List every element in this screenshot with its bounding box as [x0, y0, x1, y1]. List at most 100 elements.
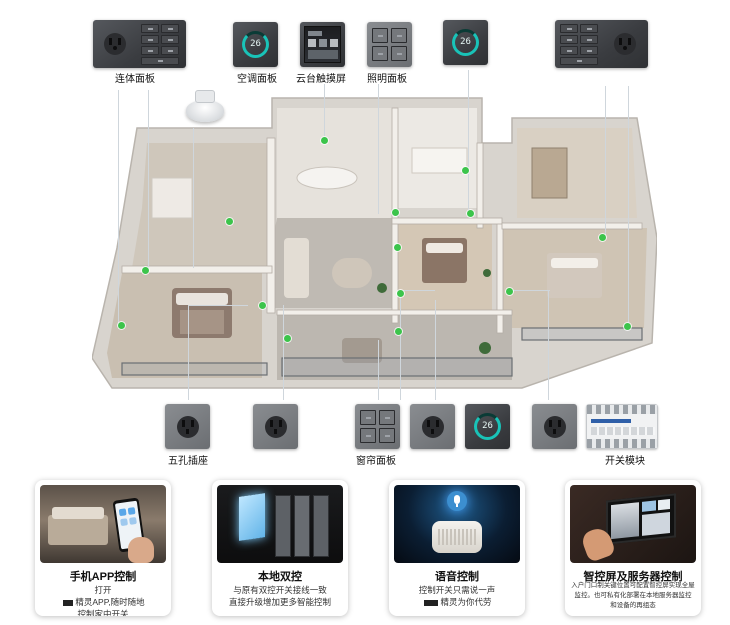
connector-line: [148, 90, 149, 270]
switch-key: [141, 35, 159, 44]
connector-line: [193, 128, 194, 268]
connector-line: [283, 305, 284, 400]
bedroom-phone-image: [40, 485, 166, 563]
feature-description: 与原有双控开关接线一致 直接升级增加更多智能控制: [228, 585, 331, 607]
connector-line: [510, 290, 550, 291]
thermostat-ring-icon: [474, 413, 501, 440]
device-location-dot[interactable]: [598, 233, 606, 241]
socket-icon: [543, 415, 566, 438]
feature-card-screen[interactable]: 智控屏及服务器控制 入户门口制关键位置可配置智控屏实现全屋 监控。也可私有化部署…: [565, 480, 701, 616]
switch-key: [379, 428, 395, 443]
wall-screen-image: [570, 485, 696, 563]
feature-card-dual[interactable]: 本地双控 与原有双控开关接线一致 直接升级增加更多智能控制: [212, 480, 348, 616]
smart-speaker-icon: [432, 521, 482, 553]
switch-module-device[interactable]: [586, 404, 658, 449]
smart-speaker-image: [394, 485, 520, 563]
device-location-dot[interactable]: [391, 208, 399, 216]
connector-line: [400, 290, 401, 400]
switch-key: [360, 428, 376, 443]
ptz-touchscreen-device[interactable]: [300, 22, 345, 67]
feature-card-voice[interactable]: 语音控制 控制开关只需说一声 精灵为你代劳: [389, 480, 525, 616]
brand-logo-icon: [424, 599, 439, 606]
switch-key: [141, 57, 179, 65]
switch-key: [379, 410, 395, 425]
switch-key: [141, 46, 159, 55]
thermostat-ring-icon: [242, 31, 269, 58]
linked-panel-label: 连体面板: [115, 74, 155, 85]
feature-description: 控制开关只需说一声 精灵为你代劳: [418, 585, 496, 607]
thermostat-bottom-device[interactable]: 26: [465, 404, 510, 449]
feature-title: 语音控制: [435, 571, 479, 583]
device-location-dot[interactable]: [396, 289, 404, 297]
device-location-dot[interactable]: [117, 321, 125, 329]
device-location-dot[interactable]: [225, 217, 233, 225]
linked-panel-right-device[interactable]: [555, 20, 648, 68]
device-location-dot[interactable]: [466, 209, 474, 217]
device-location-dot[interactable]: [393, 243, 401, 251]
connector-line: [548, 290, 549, 400]
socket-2-device[interactable]: [253, 404, 298, 449]
device-location-dot[interactable]: [283, 334, 291, 342]
connector-line: [324, 84, 325, 144]
switch-module-label: 开关模块: [605, 456, 645, 467]
switch-key: [560, 57, 598, 65]
ptz-touchscreen-label: 云台触摸屏: [296, 74, 346, 85]
switch-key: [161, 46, 179, 55]
device-location-dot[interactable]: [623, 322, 631, 330]
device-location-dot[interactable]: [141, 266, 149, 274]
feature-card-app[interactable]: 手机APP控制 打开精灵APP,随时随地 控制家中开关: [35, 480, 171, 616]
switch-key: [580, 35, 598, 44]
device-location-dot[interactable]: [394, 327, 402, 335]
touchscreen-display: [304, 26, 341, 63]
socket-icon: [264, 415, 287, 438]
thermostat-right-device[interactable]: 26: [443, 20, 488, 65]
switch-key: [141, 24, 159, 33]
ceiling-sensor-device[interactable]: [180, 90, 230, 130]
thermostat-reading: 26: [482, 421, 493, 431]
lighting-panel-label: 照明面板: [367, 74, 407, 85]
connector-line: [400, 290, 435, 291]
device-location-dot[interactable]: [505, 287, 513, 295]
microphone-icon: [447, 491, 467, 511]
connector-line: [188, 305, 248, 306]
linked-panel-device[interactable]: [93, 20, 186, 68]
thermostat-reading: 26: [460, 37, 471, 47]
switch-key: [391, 28, 407, 43]
five-hole-socket-device[interactable]: [165, 404, 210, 449]
device-location-dot[interactable]: [320, 136, 328, 144]
feature-description: 入户门口制关键位置可配置智控屏实现全屋 监控。也可私有化部署在本地服务器监控 和…: [571, 582, 695, 609]
switch-key: [580, 46, 598, 55]
switch-key: [161, 24, 179, 33]
feature-title: 手机APP控制: [69, 571, 137, 583]
feature-description: 打开精灵APP,随时随地 控制家中开关: [41, 584, 165, 616]
connector-line: [118, 90, 119, 325]
touch-screen-icon: [606, 493, 676, 545]
lighting-panel-device[interactable]: [367, 22, 412, 67]
socket-icon: [614, 33, 636, 55]
ac-panel-label: 空调面板: [237, 74, 277, 85]
switch-key: [560, 24, 578, 33]
switch-key: [580, 24, 598, 33]
connector-line: [378, 84, 379, 214]
connector-line: [628, 86, 629, 326]
socket-icon: [421, 415, 444, 438]
connector-line: [188, 305, 189, 400]
switch-key: [391, 46, 407, 61]
connector-line: [468, 70, 469, 210]
switch-key: [372, 28, 388, 43]
brand-logo-icon: [63, 599, 74, 606]
socket-3-device[interactable]: [410, 404, 455, 449]
curtain-panel-device[interactable]: [355, 404, 400, 449]
switch-panels-image: [217, 485, 343, 563]
switch-key: [560, 46, 578, 55]
socket-4-device[interactable]: [532, 404, 577, 449]
five-hole-socket-label: 五孔插座: [168, 456, 208, 467]
ac-panel-device[interactable]: 26: [233, 22, 278, 67]
device-location-dot[interactable]: [461, 166, 469, 174]
socket-icon: [104, 33, 126, 55]
device-location-dot[interactable]: [258, 301, 266, 309]
feature-title: 智控屏及服务器控制: [583, 571, 683, 583]
connector-line: [605, 86, 606, 236]
feature-title: 本地双控: [258, 571, 302, 583]
floor-plan: [92, 97, 657, 389]
